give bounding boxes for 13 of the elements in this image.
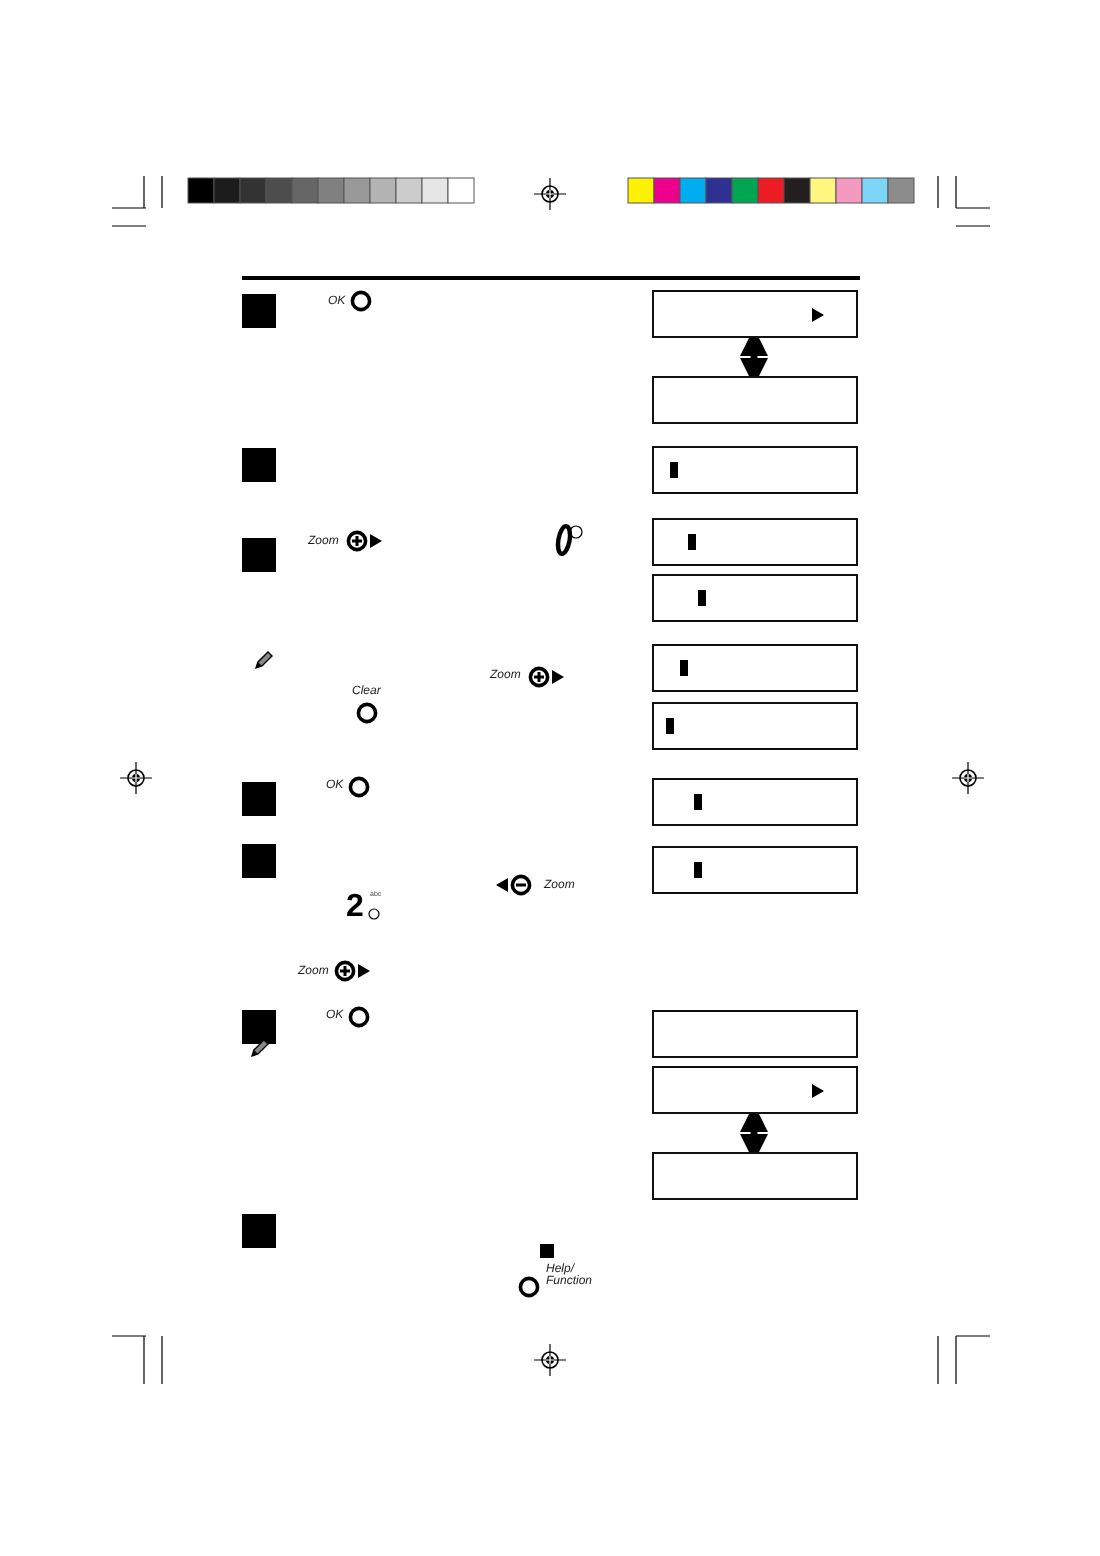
lcd-display [652, 518, 858, 566]
lcd-display [652, 376, 858, 424]
lcd-display [652, 290, 858, 338]
lcd-display [652, 644, 858, 692]
lcd-display [652, 446, 858, 494]
lcd-display [652, 1010, 858, 1058]
lcd-display [652, 1152, 858, 1200]
lcd-display [652, 574, 858, 622]
lcd-display [652, 1066, 858, 1114]
key-number: 2 [346, 892, 364, 924]
lcd-display [652, 846, 858, 894]
lcd-display [652, 702, 858, 750]
lcd-display [652, 778, 858, 826]
